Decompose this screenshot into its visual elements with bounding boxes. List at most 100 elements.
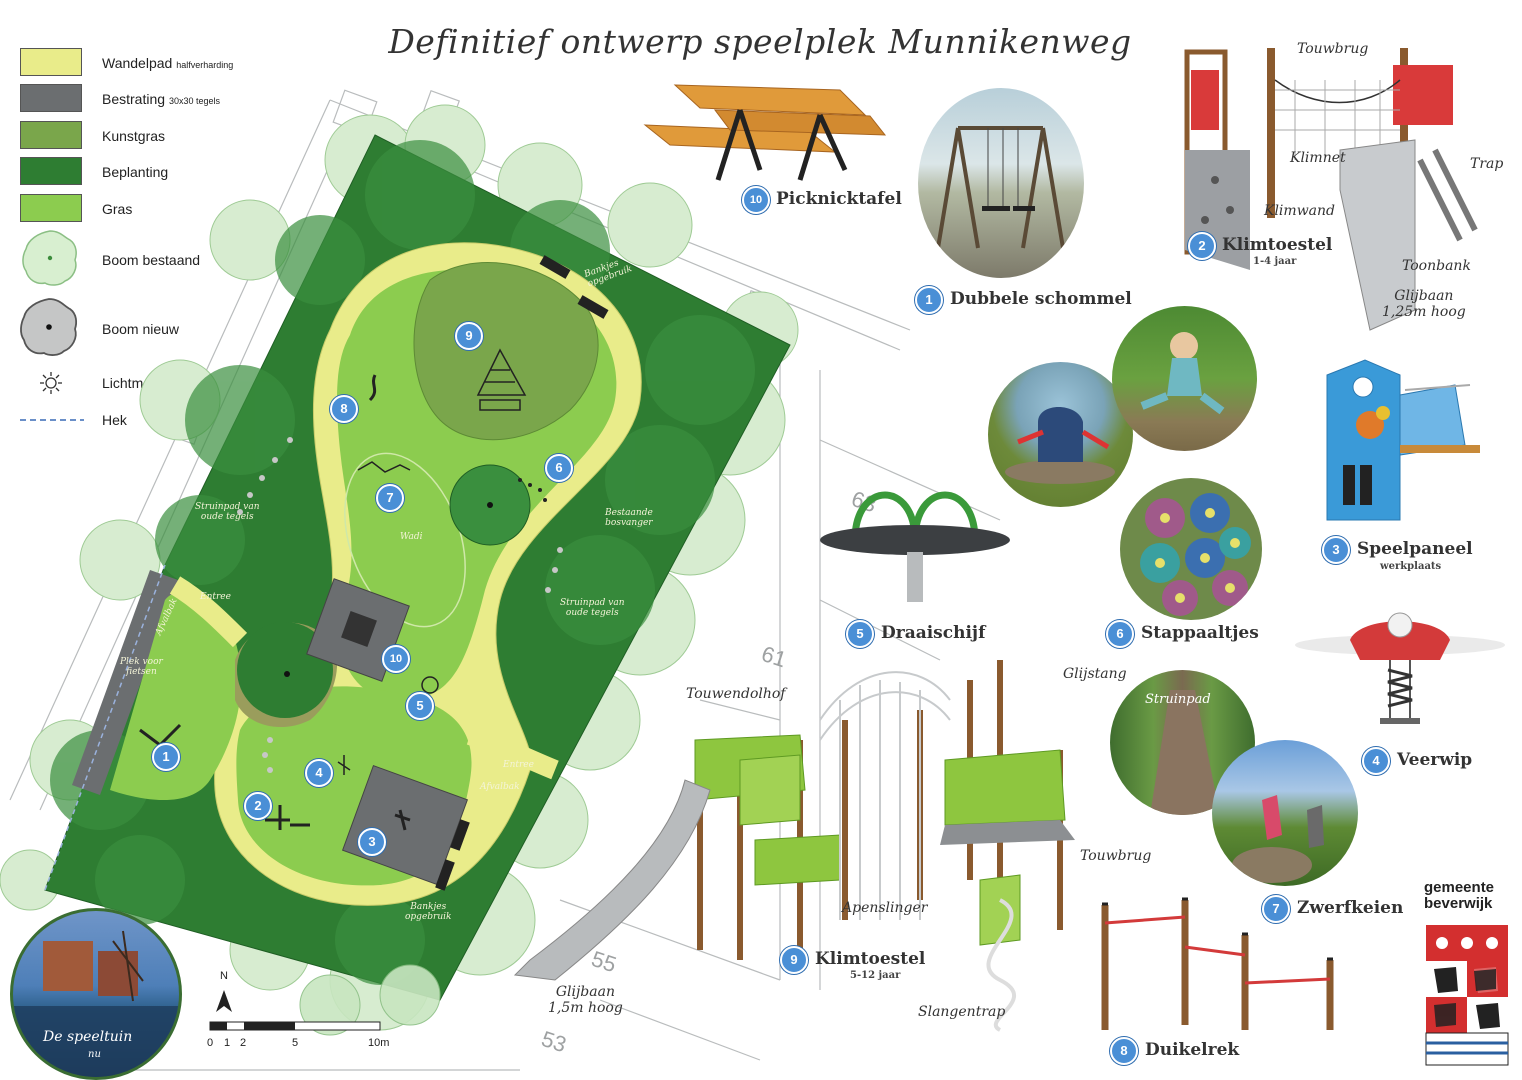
map-marker-1: 1: [152, 743, 180, 771]
item-label-stappaaltjes: Stappaaltjes: [1141, 623, 1259, 643]
map-label-wadi: Wadi: [400, 532, 423, 542]
item-number-5: 5: [846, 620, 874, 648]
item-number-10: 10: [742, 186, 770, 214]
item-number-3: 3: [1322, 536, 1350, 564]
item-number-4: 4: [1362, 747, 1390, 775]
annotation-slangentrap: Slangentrap: [918, 1004, 1006, 1020]
page-title: Definitief ontwerp speelplek Munnikenweg: [388, 22, 1132, 61]
legend-label-hek: Hek: [102, 412, 127, 428]
map-marker-8: 8: [330, 395, 358, 423]
map-label-afvalbak-right: Afvalbak: [480, 782, 520, 792]
map-label-plek-fietsen: Plek voor fietsen: [120, 657, 163, 677]
annotation-trap: Trap: [1470, 156, 1504, 172]
tree-existing-icon: [22, 230, 77, 286]
map-label-struinpad-right: Struinpad van oude tegels: [560, 598, 625, 618]
legend-label-kunstgras: Kunstgras: [102, 128, 166, 144]
item-label-veerwip: Veerwip: [1397, 750, 1473, 770]
legend-swatch-beplanting: [20, 157, 82, 185]
legend-label-gras: Gras: [102, 201, 133, 217]
kunstgras-area: [413, 262, 599, 441]
legend-swatch-kunstgras: [20, 121, 82, 149]
photo-dubbele-schommel: [918, 88, 1084, 278]
item-number-8: 8: [1110, 1037, 1138, 1065]
speelpaneel-illustration: [1326, 359, 1480, 521]
legend-swatch-bestrating: [20, 84, 82, 112]
item-label-klimtoestel-small: Klimtoestel: [1222, 235, 1333, 255]
annotation-glijstang: Glijstang: [1063, 666, 1127, 682]
item-label-speelpaneel: Speelpaneel: [1357, 539, 1473, 559]
legend-label-beplanting: Beplanting: [102, 164, 169, 180]
item-number-7: 7: [1262, 895, 1290, 923]
map-label-bestaande: Bestaande bosvanger: [605, 508, 653, 528]
annotation-touwbrug: Touwbrug: [1080, 848, 1152, 864]
klimtoestel-small-illustration: [1184, 48, 1478, 331]
scale-tick-10m: 10m: [368, 1037, 390, 1049]
map-marker-9: 9: [455, 322, 483, 350]
map-marker-6: 6: [545, 454, 573, 482]
bestrating-strip: [72, 570, 178, 795]
map-marker-4: 4: [305, 759, 333, 787]
benches: [435, 255, 609, 891]
item-label-draaischijf: Draaischijf: [881, 623, 986, 643]
scale-tick-0: 0: [207, 1037, 214, 1049]
light-mast-icon: [40, 372, 62, 394]
logo-line-1: gemeente: [1424, 879, 1495, 896]
annotation-klimnet: Klimnet: [1290, 150, 1346, 166]
beverwijk-coat-of-arms-icon: [1425, 925, 1509, 1066]
klimtoestel-big-illustration: [513, 660, 1075, 1032]
legend-label-boom-nieuw: Boom nieuw: [102, 321, 180, 337]
annotation-touwbrug-top: Touwbrug: [1297, 41, 1369, 57]
photo-kid-sitting: [1112, 306, 1257, 451]
tree-new-icon: [20, 298, 78, 356]
annotation-glijbaan-big: Glijbaan 1,5m hoog: [548, 984, 623, 1016]
legend-label-boom-bestaand: Boom bestaand: [102, 252, 201, 268]
item-label-zwerfkeien: Zwerfkeien: [1297, 898, 1404, 918]
annotation-apenslinger: Apenslinger: [842, 900, 928, 916]
legend-swatch-wandelpad: [20, 48, 82, 76]
item-number-9: 9: [780, 946, 808, 974]
map-marker-10: 10: [382, 645, 410, 673]
annotation-touwendolhof: Touwendolhof: [686, 686, 786, 702]
logo-text: gemeente beverwijk: [1424, 880, 1494, 912]
item-number-2: 2: [1188, 232, 1216, 260]
logo-line-2: beverwijk: [1424, 895, 1493, 912]
map-marker-7: 7: [376, 484, 404, 512]
photo-kids-merry-go-round: [988, 362, 1133, 507]
item-label-klimtoestel-big: Klimtoestel: [815, 949, 926, 969]
photo-struinpad: Struinpad: [1110, 670, 1255, 815]
item-sub-klimtoestel-small: 1-4 jaar: [1253, 256, 1297, 267]
gras-field-left: [110, 592, 241, 800]
map-label-bankjes-bottom: Bankjes opgebruik: [405, 902, 452, 922]
photo-zwerfkeien: [1212, 740, 1358, 886]
fence-dashed-icon: [20, 419, 84, 421]
map-marker-2: 2: [244, 792, 272, 820]
item-number-6: 6: [1106, 620, 1134, 648]
draaischijf-illustration: [820, 491, 1010, 602]
item-label-duikelrek: Duikelrek: [1145, 1040, 1240, 1060]
veerwip-illustration: [1295, 612, 1505, 724]
item-number-1: 1: [915, 286, 943, 314]
photo-stappaaltjes: [1120, 478, 1262, 620]
item-label-picknicktafel: Picknicktafel: [776, 189, 902, 209]
annotation-toonbank: Toonbank: [1402, 258, 1471, 274]
item-label-dubbele-schommel: Dubbele schommel: [950, 289, 1132, 309]
scale-tick-5: 5: [292, 1037, 299, 1049]
annotation-klimwand: Klimwand: [1264, 203, 1335, 219]
map-label-entree: Entree: [200, 592, 231, 602]
duikelrek-illustration: [1101, 897, 1334, 1030]
legend-swatch-gras: [20, 194, 82, 222]
legend-label-bestrating: Bestrating 30x30 tegels: [102, 91, 220, 107]
map-marker-5: 5: [406, 692, 434, 720]
north-arrow-icon: [216, 990, 232, 1012]
annotation-glijbaan-small: Glijbaan 1,25m hoog: [1382, 288, 1466, 320]
map-label-entree-2: Entree: [503, 760, 534, 770]
scale-bar: [209, 1021, 381, 1031]
annotation-struinpad: Struinpad: [1145, 692, 1211, 707]
north-label: N: [220, 970, 228, 982]
legend-label-wandelpad: Wandelpad halfverharding: [102, 55, 234, 71]
item-sub-klimtoestel-big: 5-12 jaar: [850, 970, 901, 981]
map-label-struinpad-left: Struinpad van oude tegels: [195, 502, 260, 522]
inset-sub: nu: [88, 1049, 101, 1060]
inset-caption: De speeltuin: [43, 1029, 133, 1045]
